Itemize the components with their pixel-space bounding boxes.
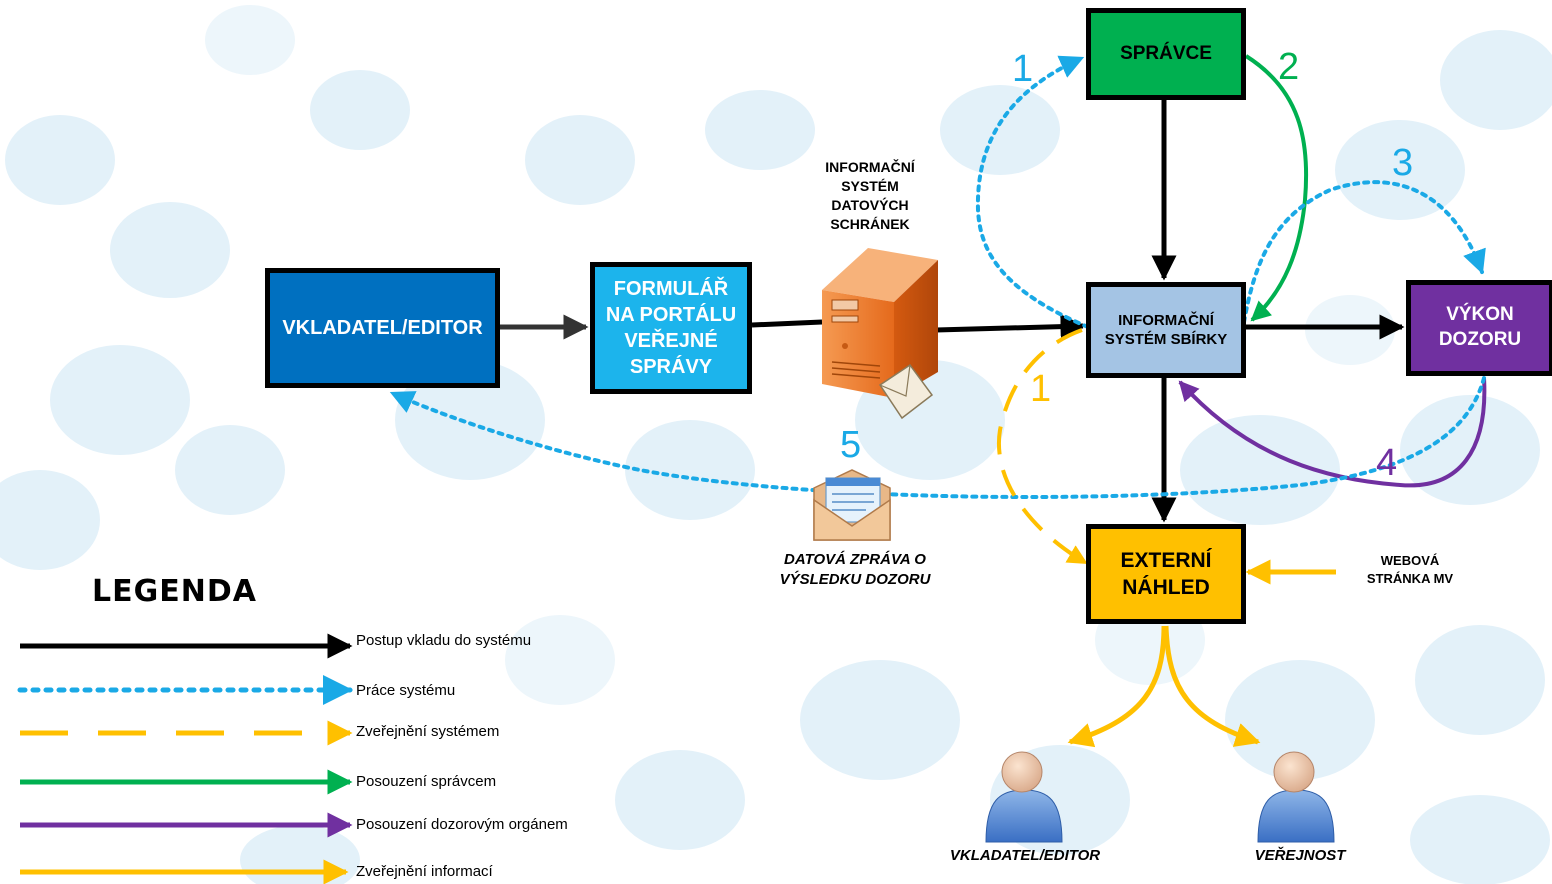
step-number-3-blue: 3: [1392, 142, 1414, 184]
step-number-1-blue: 1: [1012, 48, 1034, 90]
datova-zprava-line: DATOVÁ ZPRÁVA O: [784, 551, 926, 568]
step-number-4-purple: 4: [1376, 442, 1398, 484]
node-spravce-label: SPRÁVCE: [1120, 42, 1212, 64]
node-is-sbirky-line: SYSTÉM SBÍRKY: [1104, 331, 1228, 348]
legend-title: LEGENDA: [92, 574, 257, 609]
webova-stranka-line: WEBOVÁ: [1380, 553, 1440, 568]
edge-blue-5: [389, 376, 1486, 499]
edge-blue-3: [1242, 180, 1486, 324]
mail-envelope-icon: [813, 469, 891, 541]
node-spravce: SPRÁVCE: [1086, 8, 1246, 100]
node-is-sbirky-line: INFORMAČNÍ: [1118, 311, 1214, 329]
node-vykon-dozoru-line: VÝKON: [1446, 304, 1514, 326]
isds-label-line: INFORMAČNÍ: [825, 159, 915, 175]
node-formular-line: SPRÁVY: [629, 356, 713, 378]
node-vkladatel-editor: VKLADATEL/EDITOR: [265, 268, 500, 388]
node-vykon-dozoru: VÝKON DOZORU: [1406, 280, 1552, 376]
user-icon-editor: [985, 751, 1063, 843]
edge-form-to-isds: [751, 319, 823, 328]
legend-item-label: Posouzení správcem: [356, 773, 497, 790]
legend-item-label: Zveřejnění informací: [356, 863, 493, 880]
node-is-sbirky: INFORMAČNÍ SYSTÉM SBÍRKY: [1086, 282, 1246, 378]
legend-item-label: Postup vkladu do systému: [356, 632, 532, 649]
legend-item-label: Práce systému: [356, 682, 456, 699]
node-externi-nahled: EXTERNÍ NÁHLED: [1086, 524, 1246, 624]
legend-item-label: Posouzení dozorovým orgánem: [356, 816, 568, 833]
user-verejnost-label-text: VEŘEJNOST: [1254, 847, 1346, 864]
node-formular-line: FORMULÁŘ: [613, 278, 729, 300]
node-formular-line: VEŘEJNÉ: [624, 330, 718, 352]
edge-isds-to-is: [935, 314, 1086, 340]
webova-stranka-label: WEBOVÁ STRÁNKA MV: [1340, 552, 1480, 587]
user-icon-verejnost: [1257, 751, 1335, 843]
step-number-5-blue: 5: [840, 424, 862, 466]
edge-blue-1: [975, 55, 1090, 329]
user-editor-label: VKLADATEL/EDITOR: [930, 846, 1120, 866]
user-editor-label-text: VKLADATEL/EDITOR: [949, 847, 1101, 864]
node-externi-nahled-line: NÁHLED: [1122, 576, 1210, 599]
edge-nahled-to-verejnost: [1163, 625, 1261, 747]
step-number-2-green: 2: [1278, 46, 1300, 88]
datova-zprava-line: VÝSLEDKU DOZORU: [779, 571, 931, 589]
isds-label-line: SCHRÁNEK: [830, 215, 910, 232]
edge-purple-4: [1178, 377, 1487, 488]
node-vykon-dozoru-line: DOZORU: [1438, 329, 1522, 350]
edge-yellow-1: [996, 328, 1088, 565]
legend-item-label: Zveřejnění systémem: [356, 723, 500, 740]
isds-label-line: DATOVÝCH: [831, 196, 909, 213]
node-vkladatel-editor-label: VKLADATEL/EDITOR: [282, 317, 483, 339]
user-verejnost-label: VEŘEJNOST: [1240, 846, 1360, 866]
step-number-1-yellow: 1: [1030, 368, 1052, 410]
isds-label: INFORMAČNÍ SYSTÉM DATOVÝCH SCHRÁNEK: [800, 158, 940, 234]
edge-nahled-to-editor: [1067, 625, 1167, 748]
node-externi-nahled-line: EXTERNÍ: [1120, 548, 1212, 572]
server-mail-icon: [822, 248, 938, 420]
edge-green-2: [1244, 54, 1309, 322]
node-formular-line: NA PORTÁLU: [605, 304, 737, 326]
datova-zprava-label: DATOVÁ ZPRÁVA O VÝSLEDKU DOZORU: [750, 550, 960, 591]
isds-label-line: SYSTÉM: [841, 177, 899, 194]
webova-stranka-line: STRÁNKA MV: [1366, 570, 1454, 586]
node-formular: FORMULÁŘ NA PORTÁLU VEŘEJNÉ SPRÁVY: [590, 262, 752, 394]
